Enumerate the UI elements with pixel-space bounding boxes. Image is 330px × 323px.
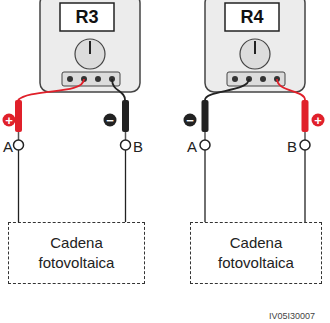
figure-code: IV05I30007 bbox=[269, 312, 315, 321]
terminal-name: A bbox=[3, 139, 13, 154]
polarity-sign: − bbox=[106, 114, 114, 127]
string-label: Cadena fotovoltaica bbox=[206, 233, 306, 273]
multimeter bbox=[205, 0, 305, 92]
polarity-sign: + bbox=[314, 114, 322, 127]
terminal-name: A bbox=[187, 139, 197, 154]
terminal-name: B bbox=[133, 139, 143, 154]
terminal-name: B bbox=[287, 139, 297, 154]
string-label: Cadena fotovoltaica bbox=[27, 233, 127, 273]
string-box: Cadena fotovoltaica bbox=[190, 222, 322, 284]
multimeter bbox=[40, 0, 140, 92]
display-reading: R4 bbox=[240, 8, 263, 26]
display-reading: R3 bbox=[75, 8, 98, 26]
polarity-sign: + bbox=[5, 114, 13, 127]
polarity-sign: − bbox=[186, 114, 194, 127]
string-box: Cadena fotovoltaica bbox=[8, 222, 145, 284]
